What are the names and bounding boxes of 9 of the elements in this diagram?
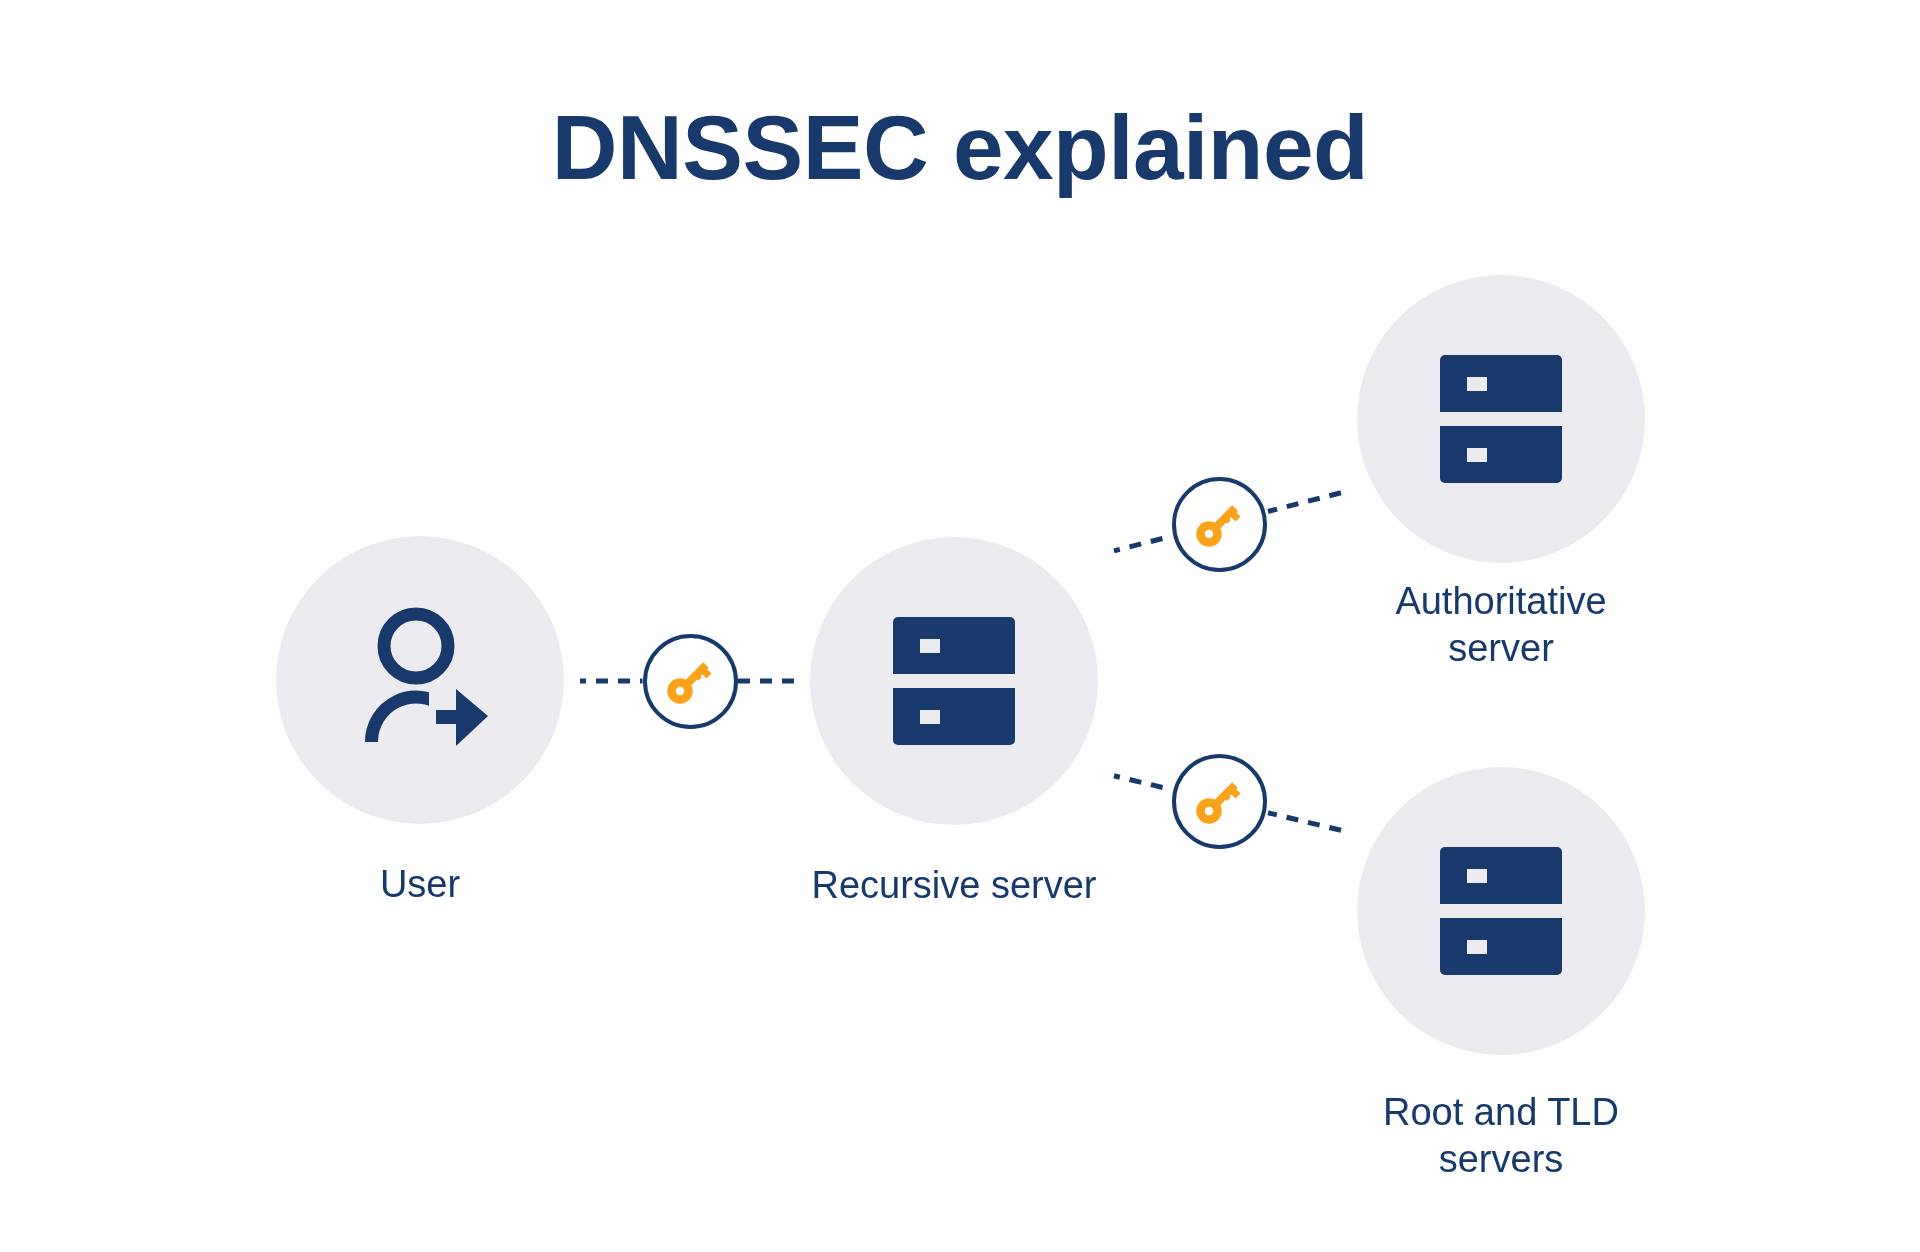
title: DNSSEC explained [550,96,1370,200]
dashed-connector [737,678,794,684]
dashed-connector [1267,810,1342,833]
dashed-connector [580,678,643,684]
node-label: Recursive server [811,863,1097,908]
node-label: User [379,862,461,907]
node-label: Authoritative server [1394,579,1608,671]
dashed-connector [1267,490,1342,514]
node-label: Root and TLD servers [1382,1090,1620,1182]
